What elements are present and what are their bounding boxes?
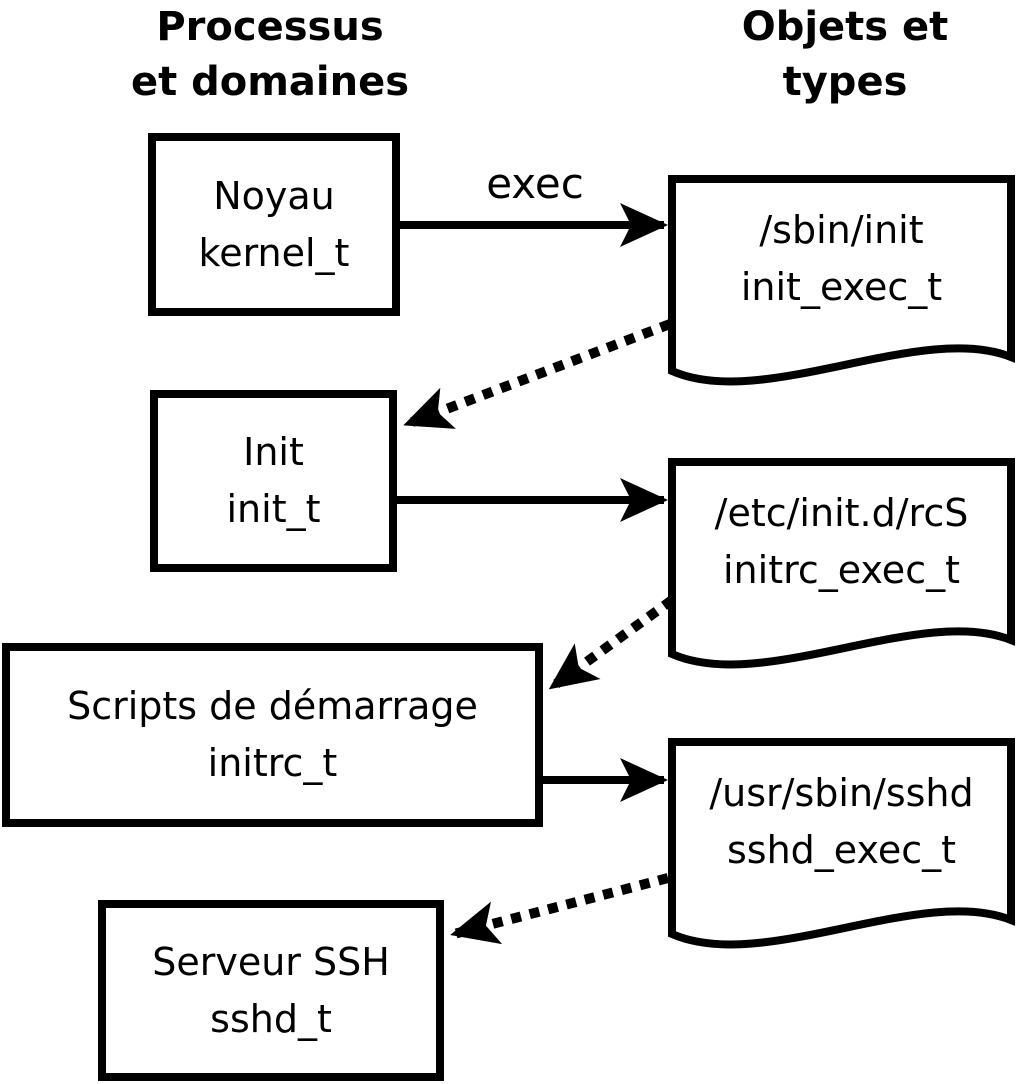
object-label-etc-initd-rcs: /etc/init.d/rcS initrc_exec_t: [668, 485, 1015, 599]
domain-type: kernel_t: [198, 230, 350, 275]
object-path: /etc/init.d/rcS: [714, 491, 969, 535]
transition-arrow-init-exec-to-init-t: [403, 319, 672, 429]
process-name: Scripts de démarrage: [67, 684, 478, 728]
domain-type: sshd_t: [210, 996, 332, 1041]
transition-arrow-sshd-exec-to-sshd-t: [450, 873, 670, 945]
document-shape-etc-initd-rcs: [668, 458, 1015, 669]
column-header-line: Processus: [156, 4, 384, 50]
process-name: Noyau: [213, 173, 335, 218]
column-header-line: et domaines: [130, 59, 410, 105]
document-shape-sbin-init: [668, 175, 1015, 386]
object-type: sshd_exec_t: [726, 828, 956, 872]
object-type: initrc_exec_t: [723, 548, 960, 592]
object-label-sbin-init: /sbin/init init_exec_t: [668, 202, 1015, 316]
process-box-kernel: Noyau kernel_t: [148, 133, 400, 316]
column-header-processes-domains: Processus et domaines: [40, 0, 500, 110]
object-type: init_exec_t: [740, 265, 943, 309]
document-shape-usr-sbin-sshd: [668, 738, 1015, 949]
column-header-line: types: [782, 59, 908, 105]
transition-arrow-initrc-exec-to-initrc-t: [548, 595, 675, 692]
domain-type: initrc_t: [207, 741, 338, 785]
object-path: /sbin/init: [759, 208, 924, 252]
exec-edge-label: exec: [486, 159, 584, 208]
process-box-sshd: Serveur SSH sshd_t: [98, 900, 444, 1081]
process-name: Init: [243, 430, 304, 474]
column-header-objects-types: Objets et types: [630, 0, 1024, 110]
object-path: /usr/sbin/sshd: [709, 771, 974, 815]
domain-type: init_t: [226, 487, 321, 531]
column-header-line: Objets et: [741, 4, 949, 50]
process-box-initrc: Scripts de démarrage initrc_t: [2, 643, 543, 827]
object-label-usr-sbin-sshd: /usr/sbin/sshd sshd_exec_t: [668, 765, 1015, 879]
process-box-init: Init init_t: [150, 390, 397, 572]
process-name: Serveur SSH: [152, 939, 390, 984]
